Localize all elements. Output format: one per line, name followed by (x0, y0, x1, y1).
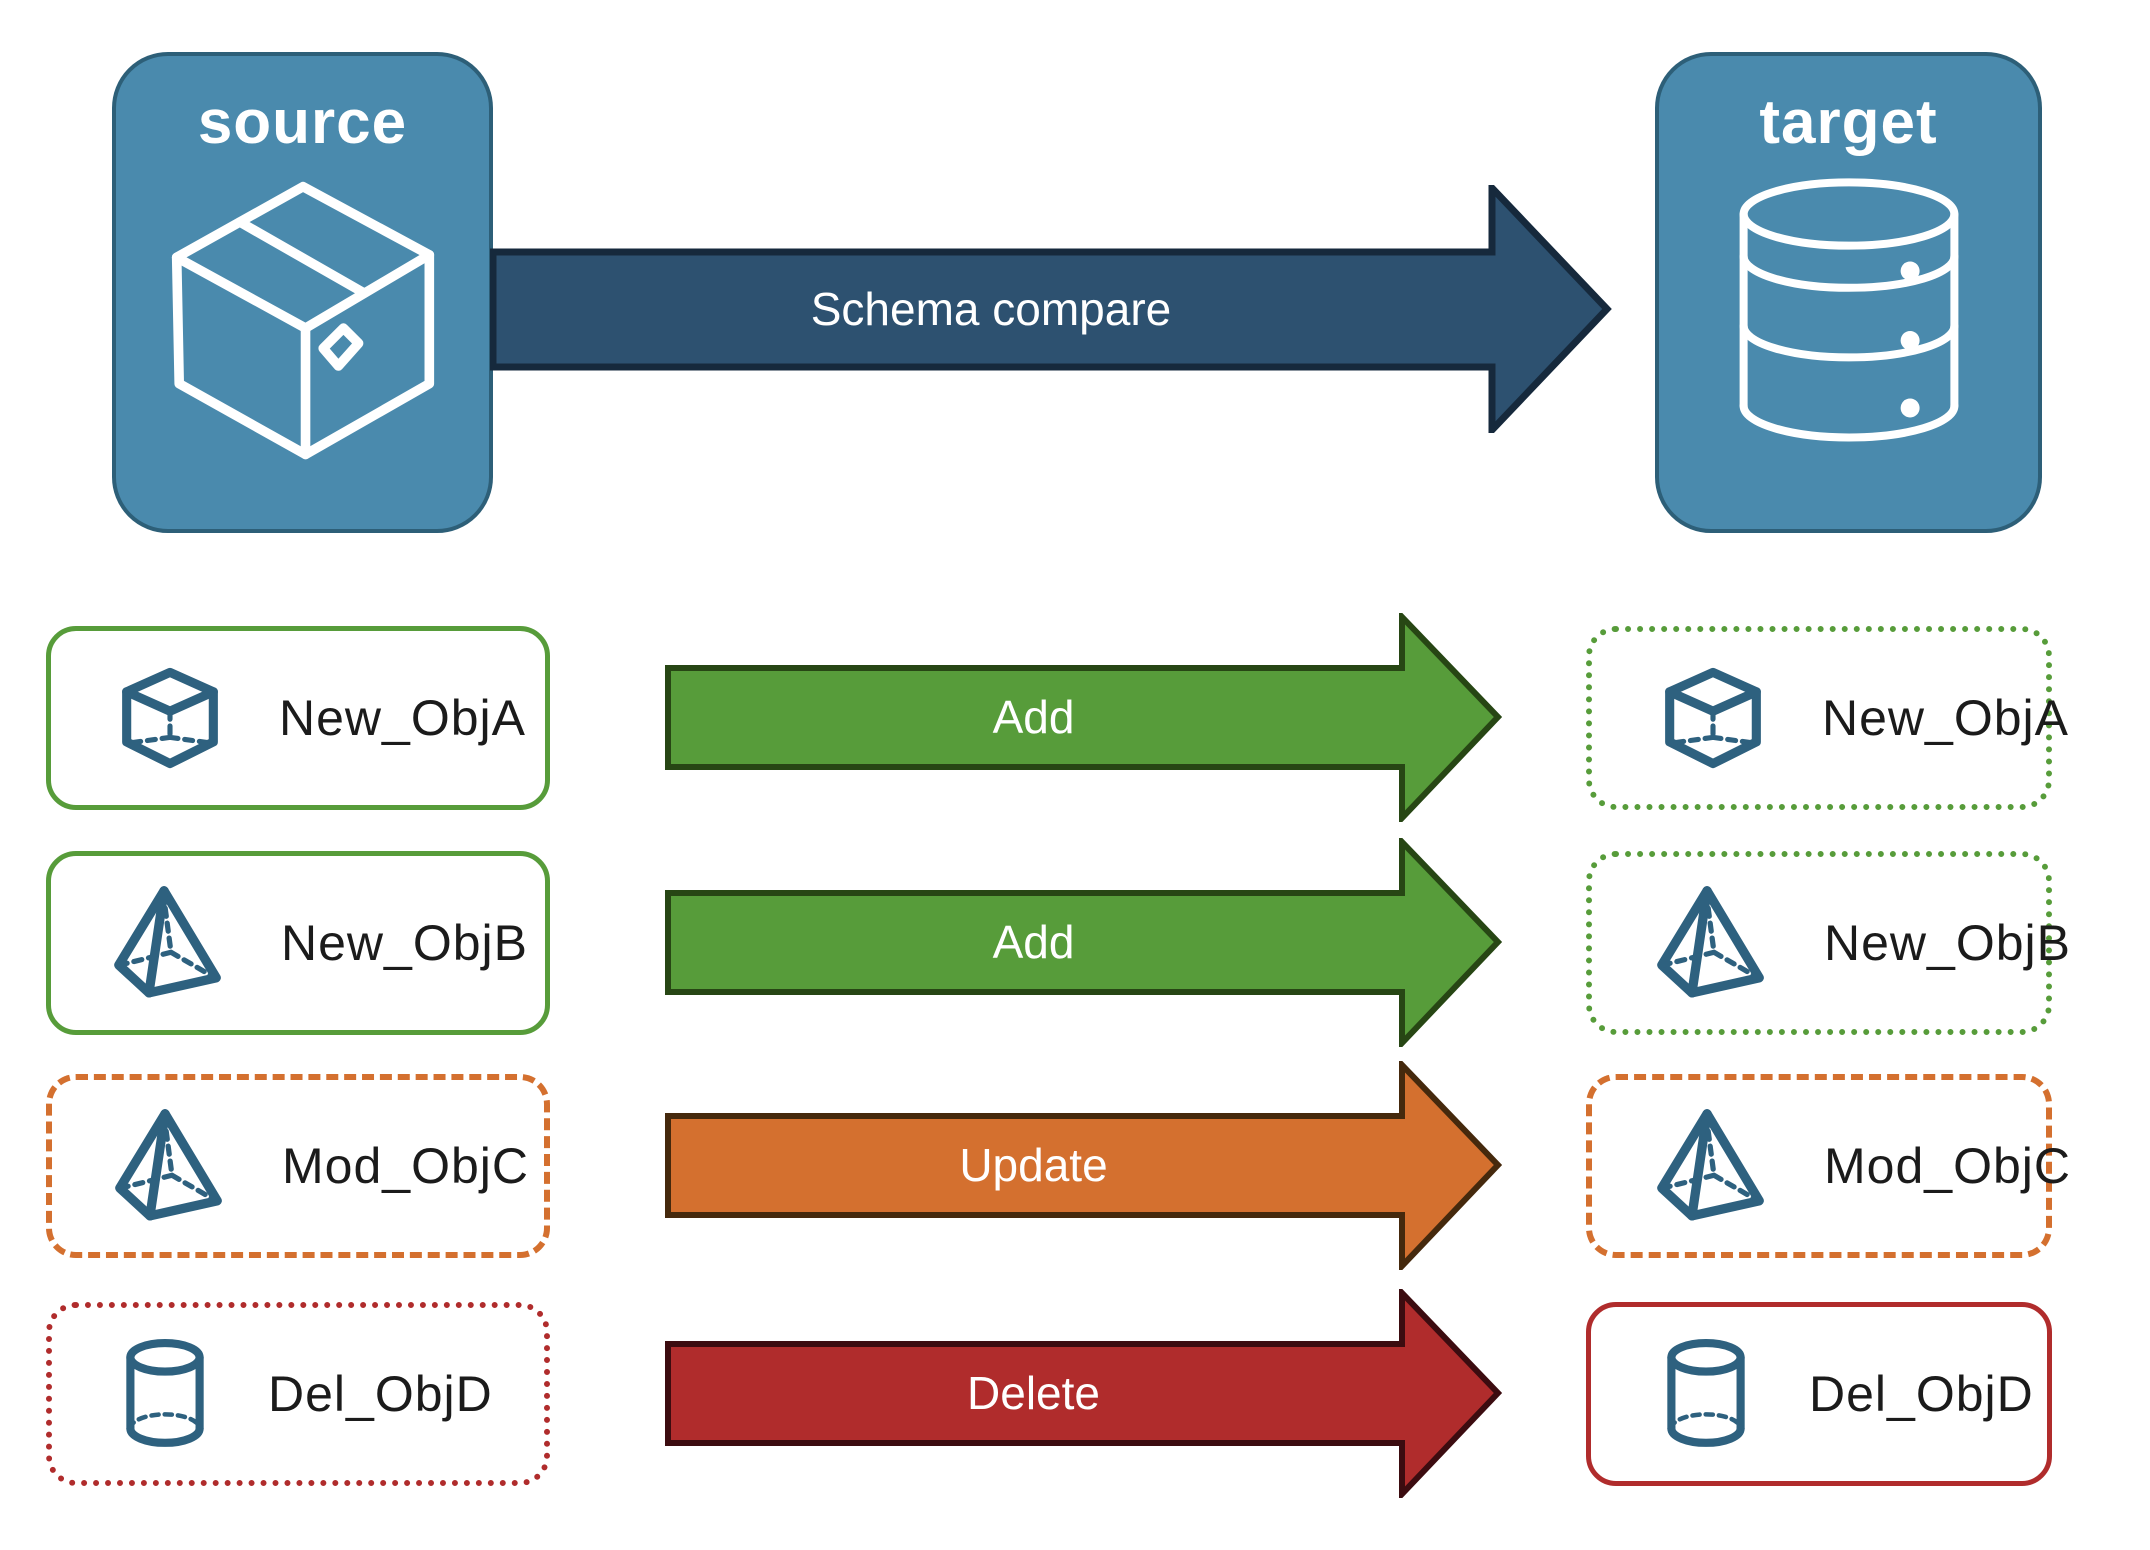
target-card-new-objb: New_ObjB (1586, 851, 2070, 1035)
add-arrow-shape (665, 838, 1502, 1047)
pyramid-icon (1657, 1109, 1764, 1221)
cube-icon (122, 667, 218, 769)
cube-icon (1665, 667, 1761, 769)
cylinder-icon (1667, 1339, 1745, 1447)
object-name-label: Del_ObjD (268, 1366, 493, 1422)
object-name-label: Del_ObjD (1809, 1366, 2034, 1422)
source-panel: source (112, 52, 493, 533)
action-arrow-add-1: Add (665, 613, 1502, 822)
source-card-del-objd: Del_ObjD (46, 1302, 550, 1486)
target-card-del-objd: Del_ObjD (1586, 1302, 2052, 1486)
source-card-new-obja: New_ObjA (46, 626, 550, 810)
schema-compare-arrow: Schema compare (490, 185, 1612, 433)
action-arrow-delete: Delete (665, 1289, 1502, 1498)
target-card-new-obja: New_ObjA (1586, 626, 2068, 810)
pyramid-icon (115, 1109, 222, 1221)
cylinder-icon (126, 1339, 204, 1447)
target-card-mod-objc: Mod_ObjC (1586, 1074, 2070, 1258)
source-card-mod-objc: Mod_ObjC (46, 1074, 550, 1258)
source-panel-title: source (197, 88, 408, 157)
target-panel-title: target (1759, 88, 1938, 157)
action-arrow-label: Add (992, 691, 1075, 743)
source-card-new-objb: New_ObjB (46, 851, 550, 1035)
object-name-label: New_ObjB (281, 915, 528, 971)
database-icon (1739, 178, 1958, 442)
object-name-label: New_ObjA (279, 690, 526, 746)
target-panel: target (1655, 52, 2042, 533)
add-arrow-shape (665, 613, 1502, 822)
pyramid-icon (1657, 886, 1764, 998)
object-name-label: Mod_ObjC (1824, 1138, 2071, 1194)
schema-compare-arrow-shape (490, 185, 1612, 433)
delete-arrow-shape (665, 1289, 1502, 1498)
action-arrow-label: Update (959, 1139, 1108, 1191)
object-name-label: New_ObjB (1824, 915, 2071, 971)
action-arrow-update: Update (665, 1061, 1502, 1270)
object-name-label: Mod_ObjC (282, 1138, 529, 1194)
schema-compare-label: Schema compare (810, 283, 1172, 335)
object-name-label: New_ObjA (1822, 690, 2069, 746)
update-arrow-shape (665, 1061, 1502, 1270)
action-arrow-add-2: Add (665, 838, 1502, 1047)
action-arrow-label: Add (992, 916, 1075, 968)
package-box-icon (171, 181, 434, 460)
pyramid-icon (114, 886, 221, 998)
action-arrow-label: Delete (967, 1367, 1100, 1419)
